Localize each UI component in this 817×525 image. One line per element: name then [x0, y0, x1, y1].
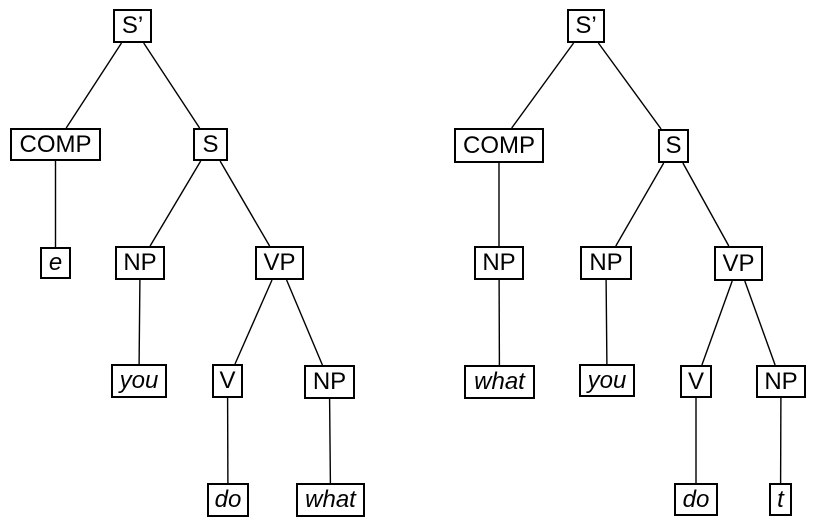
tree-edge-left-tree-vp-v: [234, 279, 273, 365]
tree-node-left-tree-np-obj: NP: [304, 365, 355, 399]
tree-edge-left-tree-s-np-subj: [149, 160, 202, 247]
tree-node-left-tree-np-subj: NP: [115, 246, 165, 280]
tree-edge-left-tree-sbar-comp: [65, 42, 123, 129]
tree-node-left-tree-do: do: [207, 483, 249, 517]
tree-edge-right-tree-sbar-comp: [511, 42, 575, 129]
tree-node-right-tree-what: what: [464, 365, 535, 399]
tree-node-right-tree-np-comp: NP: [474, 246, 524, 280]
tree-node-left-tree-sbar: S’: [113, 9, 152, 43]
tree-edge-right-tree-s-vp: [682, 162, 730, 247]
tree-node-right-tree-comp: COMP: [454, 128, 544, 163]
tree-node-right-tree-you: you: [579, 364, 635, 397]
tree-node-left-tree-comp: COMP: [10, 128, 101, 161]
tree-edge-right-tree-sbar-s: [597, 42, 662, 130]
tree-edge-left-tree-vp-np-obj: [285, 279, 324, 366]
tree-edge-left-tree-s-vp: [219, 160, 271, 247]
tree-edge-left-tree-sbar-s: [143, 42, 201, 129]
tree-node-left-tree-e: e: [40, 247, 71, 279]
tree-node-left-tree-what: what: [296, 483, 365, 517]
tree-node-left-tree-vp: VP: [255, 246, 304, 280]
tree-edge-left-tree-np-subj-you: [138, 279, 141, 365]
tree-node-right-tree-s: S: [658, 129, 689, 163]
tree-node-right-tree-sbar: S’: [567, 9, 605, 43]
tree-edge-right-tree-np-subj-you: [605, 279, 608, 365]
tree-node-left-tree-v: V: [212, 364, 243, 398]
tree-node-right-tree-t: t: [769, 483, 792, 516]
tree-node-right-tree-vp: VP: [714, 246, 763, 281]
tree-node-right-tree-np-obj: NP: [756, 365, 806, 398]
tree-edge-right-tree-vp-np-obj: [744, 280, 776, 366]
tree-node-right-tree-np-subj: NP: [580, 246, 632, 280]
tree-node-left-tree-s: S: [193, 128, 228, 161]
tree-edge-right-tree-s-np-subj: [615, 162, 665, 247]
tree-edge-left-tree-np-obj-what: [328, 398, 332, 484]
tree-node-right-tree-v: V: [680, 365, 712, 398]
tree-node-left-tree-you: you: [111, 364, 167, 398]
tree-node-right-tree-do: do: [674, 483, 718, 516]
tree-edge-right-tree-vp-v: [701, 280, 733, 366]
